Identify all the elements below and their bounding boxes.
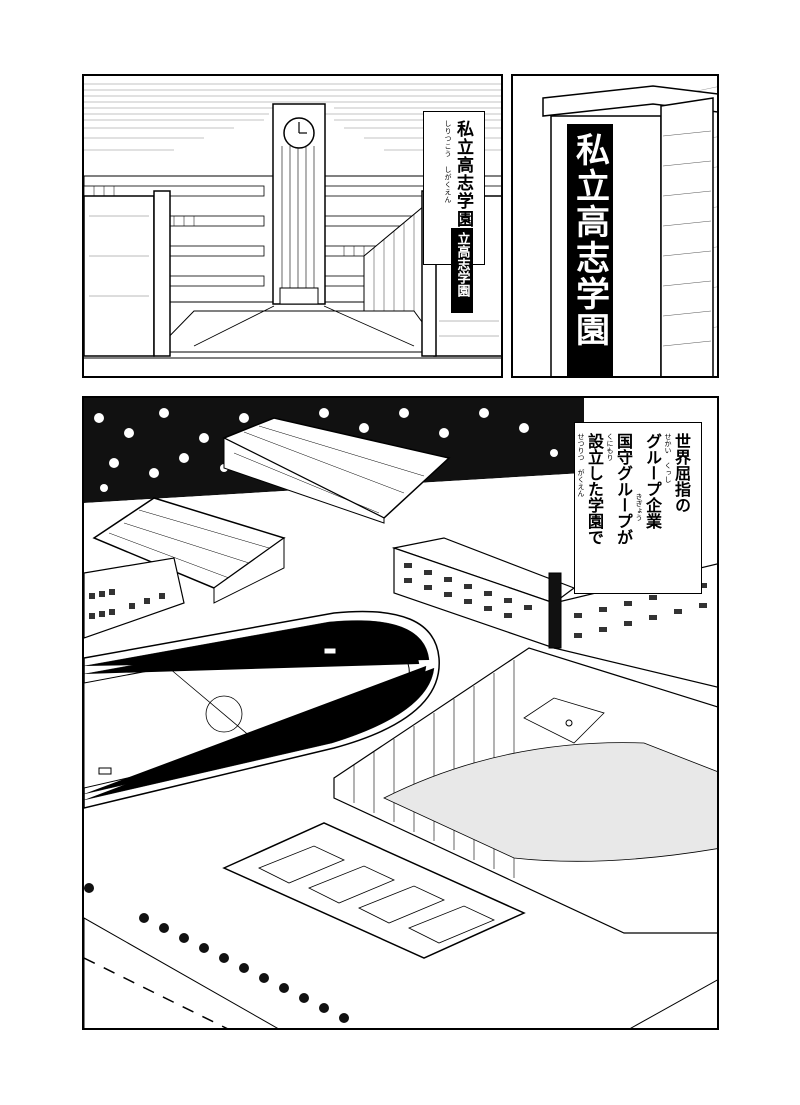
caption-school-name: 私立高志学園 xyxy=(453,120,473,228)
pillar-nameplate-text: 私立高志学園 xyxy=(569,132,610,348)
gate-pillar-illustration xyxy=(542,85,717,376)
narration-caption: 世界屈指の せかい くっし グループ企業 きぎょう 国守グループが くにもり 設… xyxy=(574,422,702,594)
caption-line-4: 設立した学園で xyxy=(585,433,604,545)
caption-ruby-1: せかい くっし xyxy=(664,433,672,483)
panel-gate-pillar: 私立高志学園 xyxy=(511,74,719,378)
caption-ruby-2: きぎょう xyxy=(635,493,643,521)
caption-line-2: グループ企業 xyxy=(643,433,662,529)
campus-aerial-illustration xyxy=(84,398,717,1028)
caption-furigana: しりつこう しがくえん xyxy=(444,120,452,204)
gate-nameplate: 立高志学園 xyxy=(451,228,473,313)
caption-ruby-3: くにもり xyxy=(606,433,614,461)
panel-campus-aerial: 世界屈指の せかい くっし グループ企業 きぎょう 国守グループが くにもり 設… xyxy=(82,396,719,1030)
pillar-nameplate: 私立高志学園 xyxy=(567,124,613,376)
caption-line-3: 国守グループが xyxy=(614,433,633,545)
caption-line-1: 世界屈指の xyxy=(672,433,691,513)
panel-school-gate: 私立高志学園 しりつこう しがくえん 立高志学園 xyxy=(82,74,503,378)
caption-ruby-4: せつりつ がくえん xyxy=(577,433,585,497)
gate-nameplate-text: 立高志学園 xyxy=(454,232,470,297)
